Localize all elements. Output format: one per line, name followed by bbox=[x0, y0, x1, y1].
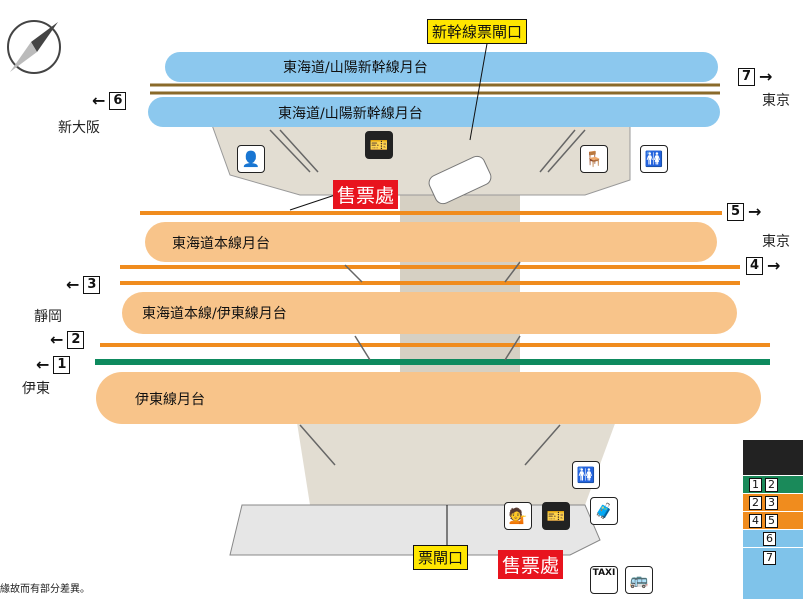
platform-shinkansen-top-label: 東海道/山陽新幹線月台 bbox=[283, 60, 428, 76]
platform-shinkansen-bottom-label: 東海道/山陽新幹線月台 bbox=[278, 106, 423, 122]
track-3-marker: ←3 bbox=[66, 276, 101, 294]
escalators bbox=[269, 129, 586, 466]
track-5-dest: 東京 bbox=[762, 234, 790, 250]
platform-ito-label: 伊東線月台 bbox=[135, 392, 205, 408]
platform-tokaido-label: 東海道本線月台 bbox=[172, 236, 270, 252]
track-2-marker: ←2 bbox=[50, 331, 85, 349]
platform-ito bbox=[96, 372, 761, 424]
info-desk-icon: 👤 bbox=[237, 145, 265, 173]
track-4-marker: 4→ bbox=[746, 257, 780, 275]
footnote: 緣故而有部分差異。 bbox=[0, 584, 90, 595]
track-7-marker: 7→ bbox=[738, 68, 772, 86]
waiting-room-icon: 🪑 bbox=[580, 145, 608, 173]
platform-tokaido-ito bbox=[122, 292, 737, 334]
legend-row-4: 6 bbox=[743, 529, 803, 547]
legend-header bbox=[743, 440, 803, 475]
track-1-dest: 伊東 bbox=[22, 381, 50, 397]
shinkansen-gate-label: 新幹線票閘口 bbox=[427, 19, 528, 44]
ticket-machine-icon: 🎫 bbox=[365, 131, 393, 159]
taxi-icon[interactable]: TAXI bbox=[590, 566, 618, 594]
restroom-icon: 🚻 bbox=[640, 145, 668, 173]
ticket-gate-label: 票閘口 bbox=[413, 545, 469, 570]
track-6-dest: 新大阪 bbox=[58, 120, 100, 136]
staircase-center bbox=[428, 155, 492, 205]
ticket-office-lower: 售票處 bbox=[498, 550, 564, 579]
track-5-marker: 5→ bbox=[727, 203, 761, 221]
track-7-dest: 東京 bbox=[762, 93, 790, 109]
upper-office-pointer bbox=[289, 194, 336, 211]
platform-shinkansen-bottom bbox=[148, 97, 720, 127]
lower-concourse bbox=[295, 410, 620, 505]
platform-tokaido-ito-label: 東海道本線/伊東線月台 bbox=[142, 306, 287, 322]
track-6-marker: ←6 bbox=[92, 92, 127, 110]
restroom-lower-icon: 🚻 bbox=[572, 461, 600, 489]
shinkansen-gate-pointer bbox=[469, 37, 489, 141]
compass-icon bbox=[7, 20, 61, 74]
ticket-machine-lower-icon: 🎫 bbox=[542, 502, 570, 530]
track-1-marker: ←1 bbox=[36, 356, 71, 374]
legend-row-5: 7 bbox=[743, 547, 803, 599]
ticket-office-upper: 售票處 bbox=[333, 180, 399, 209]
travel-center-icon: 💁 bbox=[504, 502, 532, 530]
bus-icon[interactable]: 🚌 bbox=[625, 566, 653, 594]
platform-tokaido bbox=[145, 222, 717, 262]
track-3-dest: 靜岡 bbox=[34, 309, 62, 325]
platform-shinkansen-top bbox=[165, 52, 718, 82]
locker-icon: 🧳 bbox=[590, 497, 618, 525]
